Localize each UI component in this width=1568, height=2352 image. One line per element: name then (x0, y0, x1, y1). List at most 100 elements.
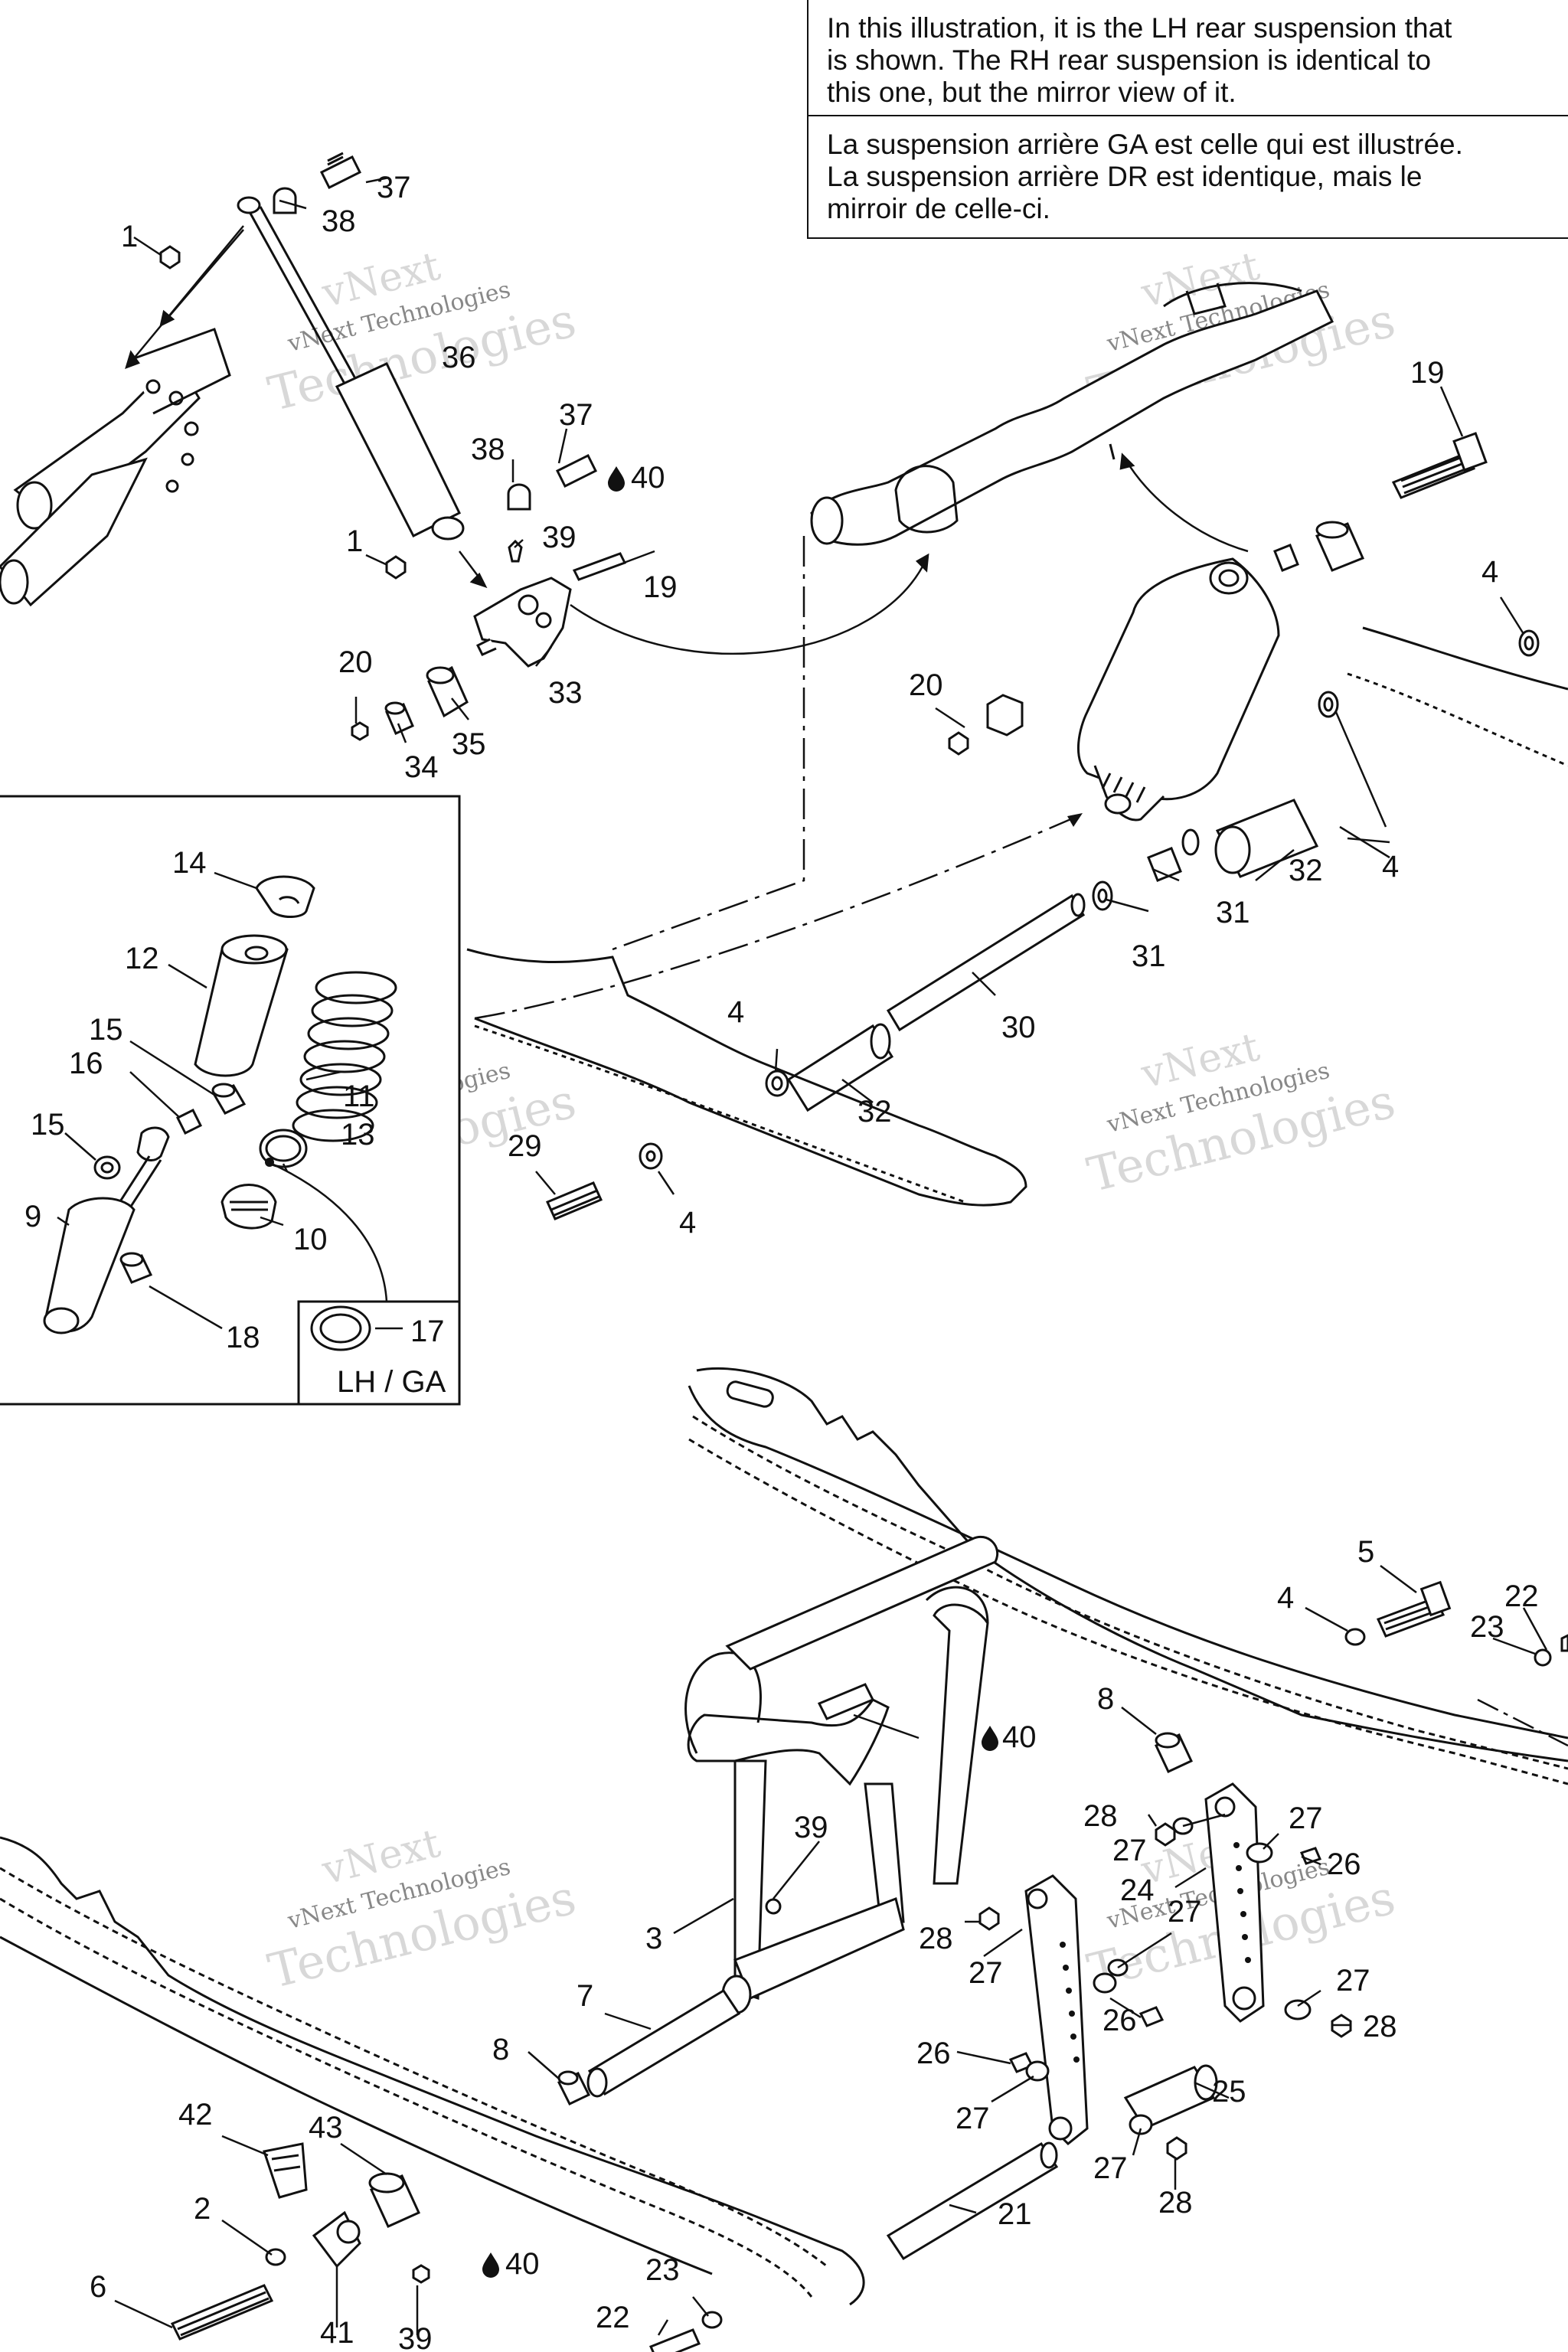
small-hardware-top (159, 152, 627, 581)
rear-shock-hardware (948, 432, 1540, 911)
drop-icon (982, 1726, 998, 1751)
callout-28-right: 28 (1363, 2010, 1397, 2043)
callout-31-left: 31 (1132, 939, 1166, 973)
callout-39-bottom: 39 (398, 2322, 433, 2352)
callout-19-right: 19 (1410, 356, 1445, 390)
bolt-29-drawing (545, 1142, 663, 1220)
drop-icon (482, 2252, 499, 2278)
callout-40-top: 40 (631, 461, 665, 495)
callout-23-bottom: 23 (645, 2253, 680, 2287)
callout-28-bottom: 28 (1158, 2186, 1193, 2220)
callout-35: 35 (452, 727, 486, 761)
callout-38-mid: 38 (471, 433, 505, 466)
callout-40-bottom: 40 (505, 2247, 540, 2281)
callout-26-mid: 26 (1102, 2004, 1137, 2037)
callout-8-right: 8 (1097, 1682, 1114, 1716)
callout-18: 18 (226, 1321, 260, 1354)
callout-26-right: 26 (1327, 1847, 1361, 1881)
callout-17: 17 (410, 1315, 445, 1348)
rear-shock-drawing (1076, 557, 1280, 822)
callout-27-right: 27 (1336, 1964, 1370, 1998)
callout-11: 11 (343, 1080, 375, 1113)
bolt-5-drawing (1344, 1580, 1568, 1667)
callout-37-top: 37 (377, 171, 411, 204)
inset-label: LH / GA (337, 1365, 446, 1399)
callout-36: 36 (442, 341, 476, 374)
callout-23-top: 23 (1470, 1610, 1504, 1644)
callout-31-right: 31 (1216, 896, 1250, 929)
rear-upper-arm-drawing (810, 282, 1334, 546)
callout-13: 13 (341, 1118, 375, 1152)
callout-43: 43 (309, 2111, 343, 2145)
callout-39-top: 39 (542, 521, 577, 554)
callout-33: 33 (548, 676, 583, 710)
front-shock-drawing (237, 196, 465, 541)
callout-1-mid: 1 (346, 524, 363, 558)
leader-curves-top (570, 452, 1249, 655)
callout-4-lower: 4 (679, 1206, 696, 1240)
callout-34: 34 (404, 750, 439, 784)
rear-rail-top-drawing (466, 626, 1568, 1207)
watermark-4: vNext vNext Technologies Technologies (1082, 1024, 1400, 1204)
dashed-leader-right (1477, 1698, 1568, 1747)
callout-41: 41 (320, 2316, 354, 2350)
callout-15-top: 15 (89, 1013, 123, 1047)
dot-13 (265, 1158, 274, 1167)
callout-27-top-right: 27 (1289, 1802, 1323, 1835)
callout-40-mid: 40 (1002, 1720, 1037, 1754)
callout-29: 29 (508, 1129, 542, 1163)
callout-12: 12 (125, 942, 159, 975)
callout-24: 24 (1120, 1873, 1155, 1907)
watermark-1: vNext vNext Technologies Technologies (263, 243, 581, 423)
inset-leader-curve (271, 1162, 388, 1302)
callout-30: 30 (1001, 1011, 1036, 1044)
callout-16: 16 (69, 1047, 103, 1080)
callout-22-bottom: 22 (596, 2301, 630, 2334)
callout-4-mid: 4 (727, 995, 744, 1029)
callout-26-left: 26 (916, 2037, 951, 2070)
arrow-shock (1067, 813, 1083, 827)
callout-5: 5 (1357, 1535, 1374, 1569)
watermark-5: vNext vNext Technologies Technologies (263, 1821, 581, 2000)
callout-22-top: 22 (1504, 1579, 1539, 1613)
callout-2: 2 (194, 2192, 211, 2226)
callout-39-mid: 39 (794, 1811, 828, 1844)
callout-28-top: 28 (1083, 1799, 1118, 1833)
callout-27-left: 27 (969, 1956, 1003, 1990)
note-english: In this illustration, it is the LH rear … (827, 12, 1452, 108)
front-arm-drawing (0, 328, 231, 607)
bottom-left-hardware (170, 2142, 723, 2352)
cross-shaft-drawing (765, 893, 1086, 1112)
note-box: In this illustration, it is the LH rear … (807, 0, 1568, 239)
callout-6: 6 (90, 2270, 106, 2304)
inset-drawing (43, 875, 397, 1351)
callout-8-left: 8 (492, 2033, 509, 2066)
right-rail-drawing (688, 1367, 1568, 1785)
bushings-34-35-drawing (351, 665, 469, 741)
callout-27-top: 27 (1112, 1834, 1147, 1867)
bracket-33-drawing (473, 577, 572, 668)
callout-37-mid: 37 (559, 398, 593, 432)
callout-labels: 37 38 1 36 37 38 40 1 39 19 20 33 35 34 … (24, 171, 1539, 2352)
callout-10: 10 (293, 1223, 328, 1256)
callout-20-right: 20 (909, 668, 943, 702)
callout-27-mid: 27 (1168, 1895, 1202, 1929)
note-french: La suspension arrière GA est celle qui e… (827, 129, 1463, 224)
callout-38-top: 38 (322, 204, 356, 238)
callout-4-top-right: 4 (1481, 555, 1498, 589)
callout-4-bottom: 4 (1277, 1581, 1294, 1615)
linkage-24-drawing (886, 1782, 1352, 2261)
callout-32-right: 32 (1289, 854, 1323, 887)
callout-19-left: 19 (643, 570, 678, 604)
callout-1-top: 1 (121, 220, 138, 253)
callout-9: 9 (24, 1200, 41, 1233)
dashed-leaders-top (474, 536, 1080, 1020)
drop-icon (608, 466, 625, 492)
note-divider (808, 115, 1568, 116)
callout-7: 7 (577, 1979, 593, 2013)
callout-14: 14 (172, 846, 207, 880)
arrows-top-left (125, 225, 488, 589)
left-rail-drawing (0, 1836, 865, 2306)
callout-4-right: 4 (1382, 850, 1399, 884)
